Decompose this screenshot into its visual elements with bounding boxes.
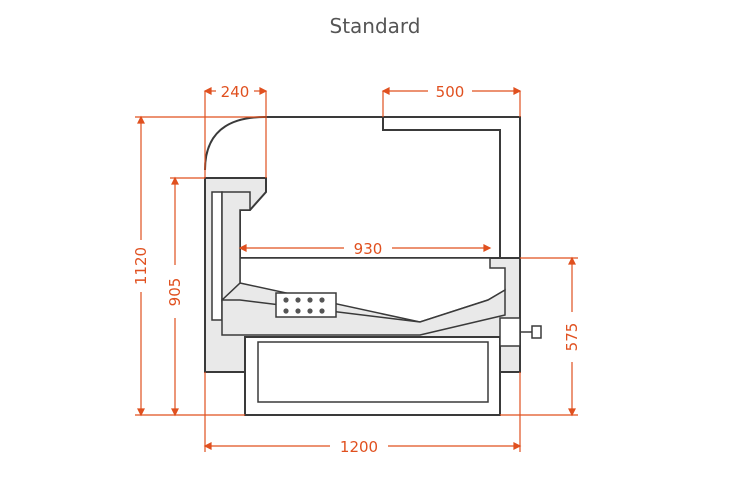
dim-label-1200: 1200 xyxy=(340,438,378,456)
dim-label-905: 905 xyxy=(166,278,184,307)
base-inner xyxy=(257,341,489,403)
dim-label-930: 930 xyxy=(354,240,383,258)
dim-label-500: 500 xyxy=(436,83,465,101)
dim-label-1120: 1120 xyxy=(132,247,150,285)
dimension-labels: 240 500 930 1200 1120 905 575 xyxy=(132,83,581,456)
control-panel xyxy=(275,292,337,318)
dimension-lines xyxy=(135,87,578,452)
base-compartment xyxy=(244,336,501,416)
front-inner-strip xyxy=(211,191,223,321)
dim-label-240: 240 xyxy=(221,83,250,101)
rear-plug xyxy=(499,317,542,347)
dim-label-575: 575 xyxy=(563,323,581,352)
rear-panel xyxy=(382,117,501,258)
diagram-title: Standard xyxy=(329,14,421,38)
